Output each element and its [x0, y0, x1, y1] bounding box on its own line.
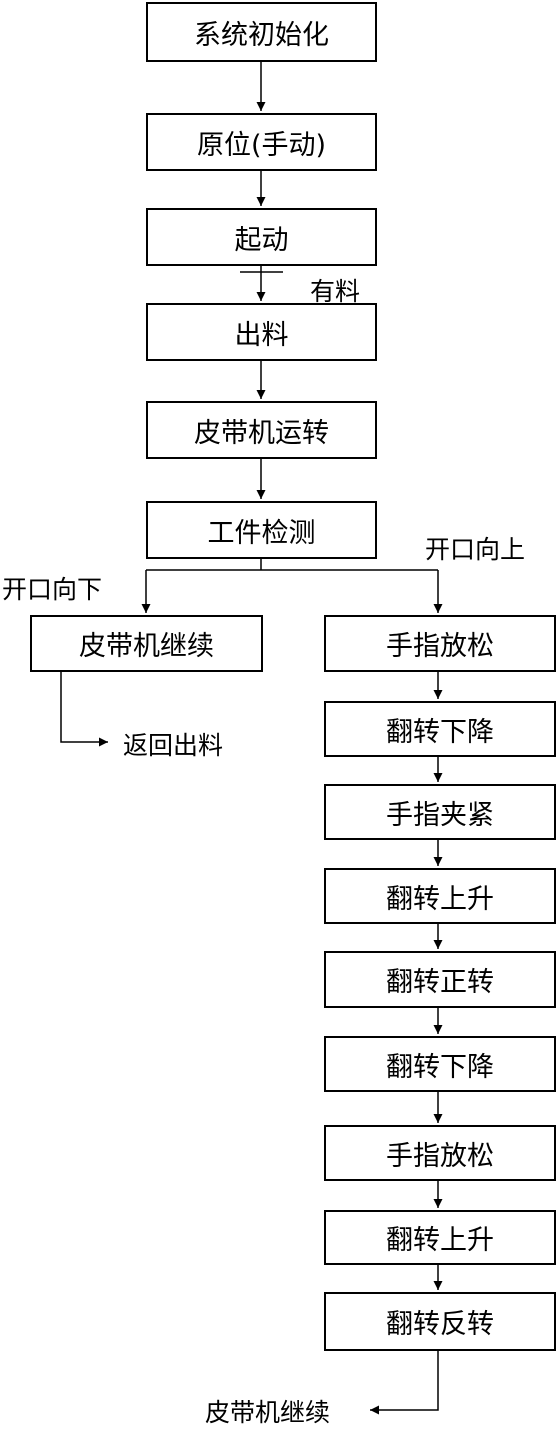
condition-has-material: 有料	[310, 277, 361, 306]
step-start: 起动	[146, 208, 377, 266]
step-flip-up-2: 翻转上升	[324, 1210, 556, 1265]
step-belt-continue-left: 皮带机继续	[30, 615, 263, 672]
step-workpiece-detect: 工件检测	[146, 501, 377, 559]
label-return-feed: 返回出料	[123, 731, 224, 760]
step-finger-release-2: 手指放松	[324, 1125, 556, 1181]
step-flip-down-2: 翻转下降	[324, 1036, 556, 1092]
step-flip-reverse: 翻转反转	[324, 1292, 556, 1351]
condition-opening-down: 开口向下	[2, 575, 103, 604]
step-home-manual: 原位(手动)	[146, 113, 377, 171]
step-flip-down-1: 翻转下降	[324, 701, 556, 757]
step-feed: 出料	[146, 303, 377, 361]
arrow-return-feed	[60, 671, 108, 747]
step-finger-clamp: 手指夹紧	[324, 784, 556, 840]
step-flip-up-1: 翻转上升	[324, 868, 556, 924]
label-belt-continue-end: 皮带机继续	[205, 1398, 331, 1427]
condition-opening-up: 开口向上	[425, 535, 526, 564]
step-belt-run: 皮带机运转	[146, 401, 377, 459]
step-system-init: 系统初始化	[146, 2, 377, 62]
step-finger-release-1: 手指放松	[324, 615, 556, 672]
step-flip-forward: 翻转正转	[324, 951, 556, 1008]
arrow-to-belt-continue-end	[370, 1350, 439, 1415]
